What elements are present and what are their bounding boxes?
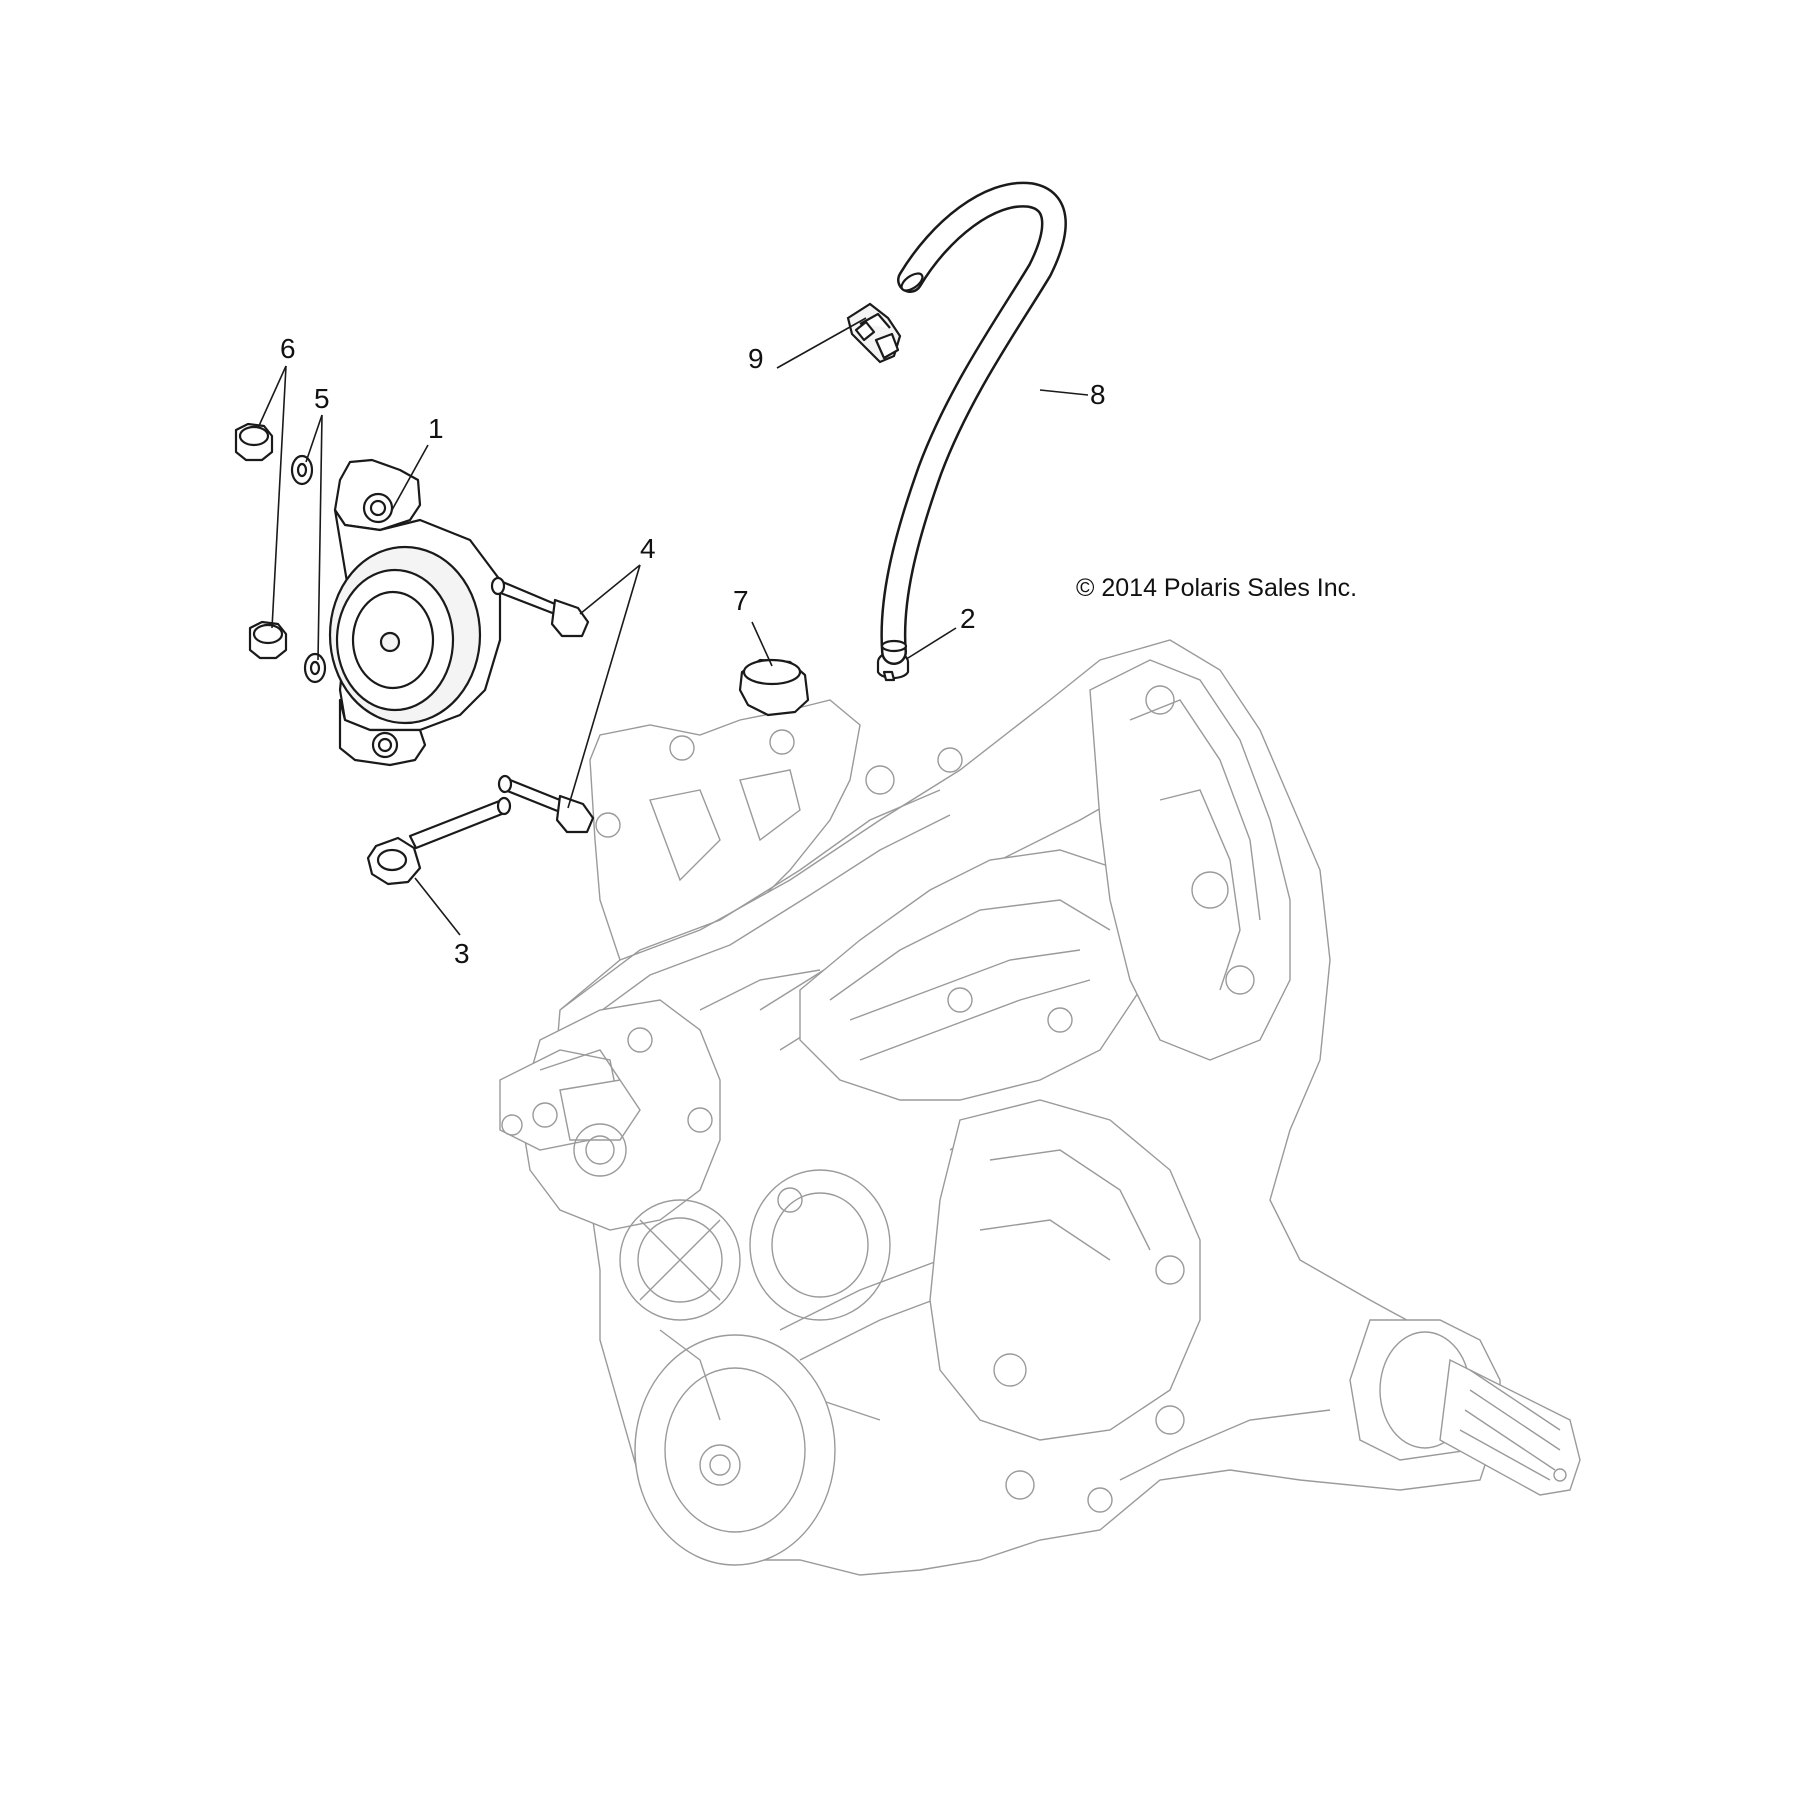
part-6-nuts (234, 422, 288, 660)
callout-labels: 1 2 3 4 5 6 7 8 9 (280, 333, 1106, 969)
callout-6: 6 (280, 333, 296, 364)
callout-8: 8 (1090, 379, 1106, 410)
transmission-housing (499, 639, 1581, 1576)
callout-1: 1 (428, 413, 444, 444)
part-1-actuator (328, 458, 502, 767)
leader-lines (257, 317, 1089, 936)
part-4-bolts (490, 576, 595, 834)
callout-5: 5 (314, 383, 330, 414)
part-3-bolt (366, 796, 512, 886)
part-7-bushing (738, 658, 810, 717)
part-8-hose (880, 181, 1067, 665)
copyright-text: © 2014 Polaris Sales Inc. (1076, 574, 1357, 602)
callout-4: 4 (640, 533, 656, 564)
callout-9: 9 (748, 343, 764, 374)
part-5-washers (290, 454, 327, 684)
callout-7: 7 (733, 585, 749, 616)
part-9-clip (846, 302, 902, 364)
callout-3: 3 (454, 938, 470, 969)
callout-2: 2 (960, 603, 976, 634)
